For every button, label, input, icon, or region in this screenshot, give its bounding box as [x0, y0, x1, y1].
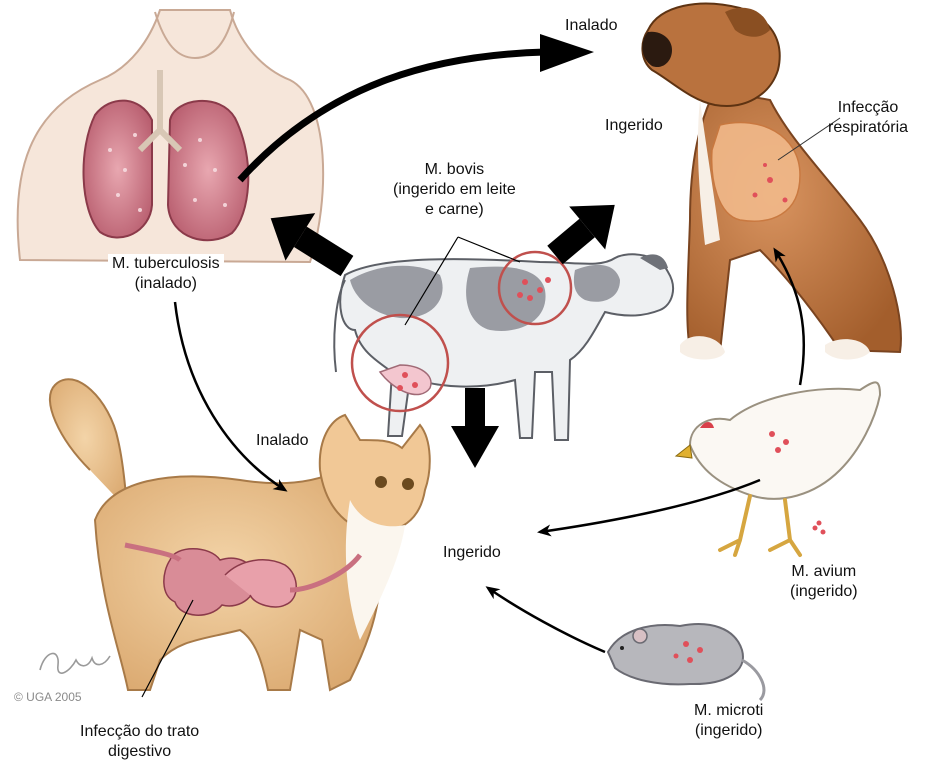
label-infeccao-digestivo-line1: Infecção do trato — [80, 722, 199, 742]
arrow-chicken-to-center — [540, 480, 760, 532]
label-infeccao-respiratoria-line2: respiratória — [828, 118, 908, 138]
label-inalado-top: Inalado — [565, 16, 618, 36]
label-m-microti: M. microti (ingerido) — [694, 701, 763, 741]
copyright-watermark: © UGA 2005 — [14, 690, 82, 704]
arrow-mouse-to-center — [488, 588, 605, 652]
arrow-tb-to-cat — [175, 302, 285, 490]
label-m-bovis-line1: M. bovis — [393, 160, 516, 180]
label-infeccao-respiratoria-line1: Infecção — [828, 98, 908, 118]
label-m-tuberculosis-line2: (inalado) — [112, 274, 220, 294]
chicken-illustration — [676, 382, 880, 555]
label-m-tuberculosis-line1: M. tuberculosis — [112, 254, 220, 274]
artist-signature — [40, 654, 110, 674]
label-infeccao-digestivo: Infecção do trato digestivo — [80, 722, 199, 762]
arrow-cow-down — [451, 388, 499, 468]
label-ingerido-center: Ingerido — [443, 543, 501, 563]
label-m-bovis: M. bovis (ingerido em leite e carne) — [393, 160, 516, 220]
dog-illustration — [642, 4, 901, 360]
label-m-avium: M. avium (ingerido) — [790, 562, 858, 602]
label-m-bovis-line2: (ingerido em leite — [393, 180, 516, 200]
arrow-lungs-to-dog-head — [540, 34, 594, 72]
label-infeccao-respiratoria: Infecção respiratória — [828, 98, 908, 138]
label-m-avium-line2: (ingerido) — [790, 582, 858, 602]
label-m-microti-line1: M. microti — [694, 701, 763, 721]
label-m-avium-line1: M. avium — [790, 562, 858, 582]
label-m-bovis-line3: e carne) — [393, 200, 516, 220]
cow-illustration — [334, 237, 673, 440]
label-m-tuberculosis: M. tuberculosis (inalado) — [108, 254, 224, 294]
label-ingerido-dog: Ingerido — [605, 116, 663, 136]
label-infeccao-digestivo-line2: digestivo — [80, 742, 199, 762]
label-m-microti-line2: (ingerido) — [694, 721, 763, 741]
cat-illustration — [50, 379, 430, 697]
label-inalado-cat: Inalado — [256, 431, 309, 451]
mouse-illustration — [608, 624, 764, 700]
